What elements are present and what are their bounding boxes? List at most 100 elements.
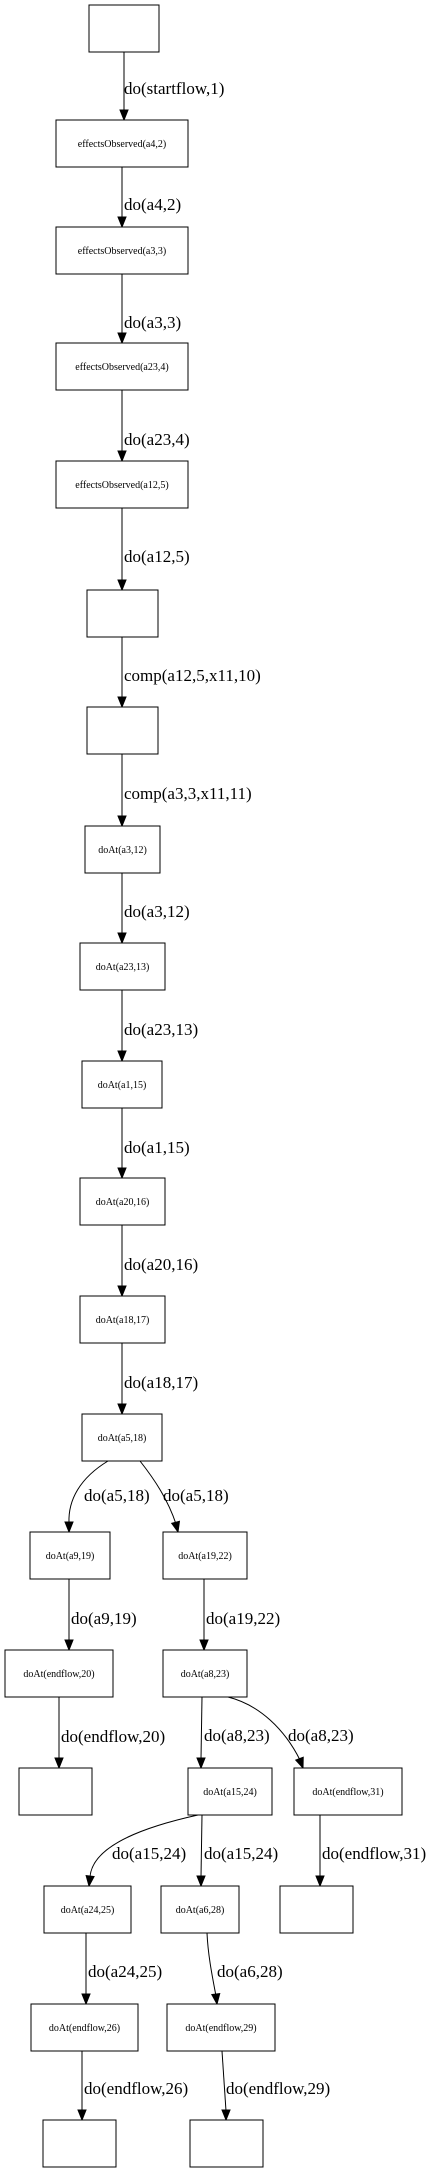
node-effectsobserved-a4-2: effectsObserved(a4,2) [55,119,189,168]
edge-n12-n14: do(a5,18) [139,1460,229,1534]
node-label: doAt(a15,24) [203,1787,257,1798]
edge-n21-n24: do(a6,28) [206,1932,283,2006]
arrowhead [117,1403,127,1416]
node-label: doAt(a19,22) [178,1551,232,1562]
node-label: doAt(a5,18) [98,1433,147,1444]
node-box [293,1767,403,1816]
node-label: effectsObserved(a4,2) [78,139,166,150]
node-box [88,4,160,53]
edge-label: do(a8,23) [288,1726,354,1745]
edge-n8-n9: do(a23,13) [117,990,198,1063]
edge-label: do(a24,25) [88,1962,162,1981]
arrowhead [117,696,127,709]
node-doat-endflow-26: doAt(endflow,26) [30,2003,139,2052]
arrowhead [117,450,127,463]
node-doat-a23-13: doAt(a23,13) [79,942,166,991]
edge-n19-n22: do(endflow,31) [315,1815,426,1888]
arrowhead [117,932,127,945]
node-effectsobserved-a3-3: effectsObserved(a3,3) [55,226,189,275]
node-box [187,1767,273,1816]
arrowhead [210,1992,221,2006]
node-doat-endflow-29: doAt(endflow,29) [166,2003,276,2052]
node-label: doAt(a20,16) [96,1197,150,1208]
arrowhead [196,1875,206,1888]
edge-n15-n17: do(endflow,20) [54,1697,165,1770]
arrowhead [64,1639,74,1652]
node-box [30,2003,139,2052]
node-label: effectsObserved(a3,3) [78,246,166,257]
arrowhead [315,1875,325,1888]
node-box [55,460,189,509]
edge-line [227,1696,301,1761]
node-box [55,226,189,275]
node-doat-a15-24: doAt(a15,24) [187,1767,273,1816]
edge-line [200,1814,203,1878]
edge-label: do(a19,22) [206,1609,280,1628]
arrowhead [170,1520,181,1534]
edge-label: do(endflow,26) [84,2079,188,2098]
arrowhead [85,1875,95,1888]
arrowhead [77,2109,87,2122]
edge-n24-n26: do(endflow,29) [221,2050,330,2122]
node-box [55,119,189,168]
node-label: doAt(a18,17) [96,1315,150,1326]
node-box [86,589,159,638]
node-label: doAt(a3,12) [98,845,147,856]
edge-n1-n2: do(a4,2) [117,167,181,229]
edge-label: do(a15,24) [204,1844,278,1863]
node-box [79,1295,166,1344]
edge-label: do(a5,18) [84,1486,150,1505]
arrowhead [117,1285,127,1298]
node-effectsobserved-a23-4: effectsObserved(a23,4) [55,342,189,391]
arrowhead [117,332,127,345]
node-doat-a24-25: doAt(a24,25) [43,1885,132,1934]
node-label: effectsObserved(a12,5) [75,480,168,491]
edge-label: do(endflow,31) [322,1844,426,1863]
node-empty [86,589,159,638]
node-box [18,1767,93,1816]
edge-label: do(a3,12) [124,902,190,921]
edge-n12-n13: do(a5,18) [64,1460,150,1534]
arrowhead [294,1756,304,1770]
edge-line [68,1460,109,1524]
edge-line [221,2050,227,2112]
edge-n3-n4: do(a23,4) [117,390,190,463]
edge-line [89,1814,199,1878]
arrowhead [196,1757,206,1770]
node-label: doAt(endflow,29) [185,2023,256,2034]
edge-label: do(a15,24) [112,1844,186,1863]
edge-n13-n15: do(a9,19) [64,1579,137,1652]
node-doat-endflow-31: doAt(endflow,31) [293,1767,403,1816]
arrowhead [64,1521,74,1534]
node-doat-a9-19: doAt(a9,19) [29,1531,111,1580]
node-label: doAt(endflow,26) [49,2023,120,2034]
node-box [4,1649,114,1698]
node-box [42,2119,117,2168]
edge-label: do(a4,2) [124,195,181,214]
node-label: doAt(a8,23) [181,1669,230,1680]
arrowhead [81,1993,91,2006]
edge-label: do(a5,18) [163,1486,229,1505]
nodes-layer: effectsObserved(a4,2) effectsObserved(a3,… [4,4,403,2168]
node-doat-endflow-20: doAt(endflow,20) [4,1649,114,1698]
edge-label: do(a3,3) [124,313,181,332]
node-effectsobserved-a12-5: effectsObserved(a12,5) [55,460,189,509]
node-label: doAt(a9,19) [46,1551,95,1562]
node-label: doAt(a24,25) [61,1905,115,1916]
edge-label: do(a8,23) [204,1726,270,1745]
edges-layer: do(startflow,1)do(a4,2)do(a3,3)do(a23,4)… [54,52,426,2122]
edge-label: do(a6,28) [217,1962,283,1981]
edge-n14-n16: do(a19,22) [199,1579,280,1652]
edge-n16-n19: do(a8,23) [227,1696,354,1770]
edge-n7-n8: do(a3,12) [117,873,190,945]
node-box [81,1060,163,1109]
edge-label: do(a12,5) [124,547,190,566]
node-empty [279,1885,354,1934]
edge-label: do(endflow,29) [226,2079,330,2098]
node-box [189,2119,264,2168]
arrowhead [199,1639,209,1652]
edge-n23-n25: do(endflow,26) [77,2051,188,2122]
arrowhead [54,1757,64,1770]
edge-label: do(a18,17) [124,1373,198,1392]
